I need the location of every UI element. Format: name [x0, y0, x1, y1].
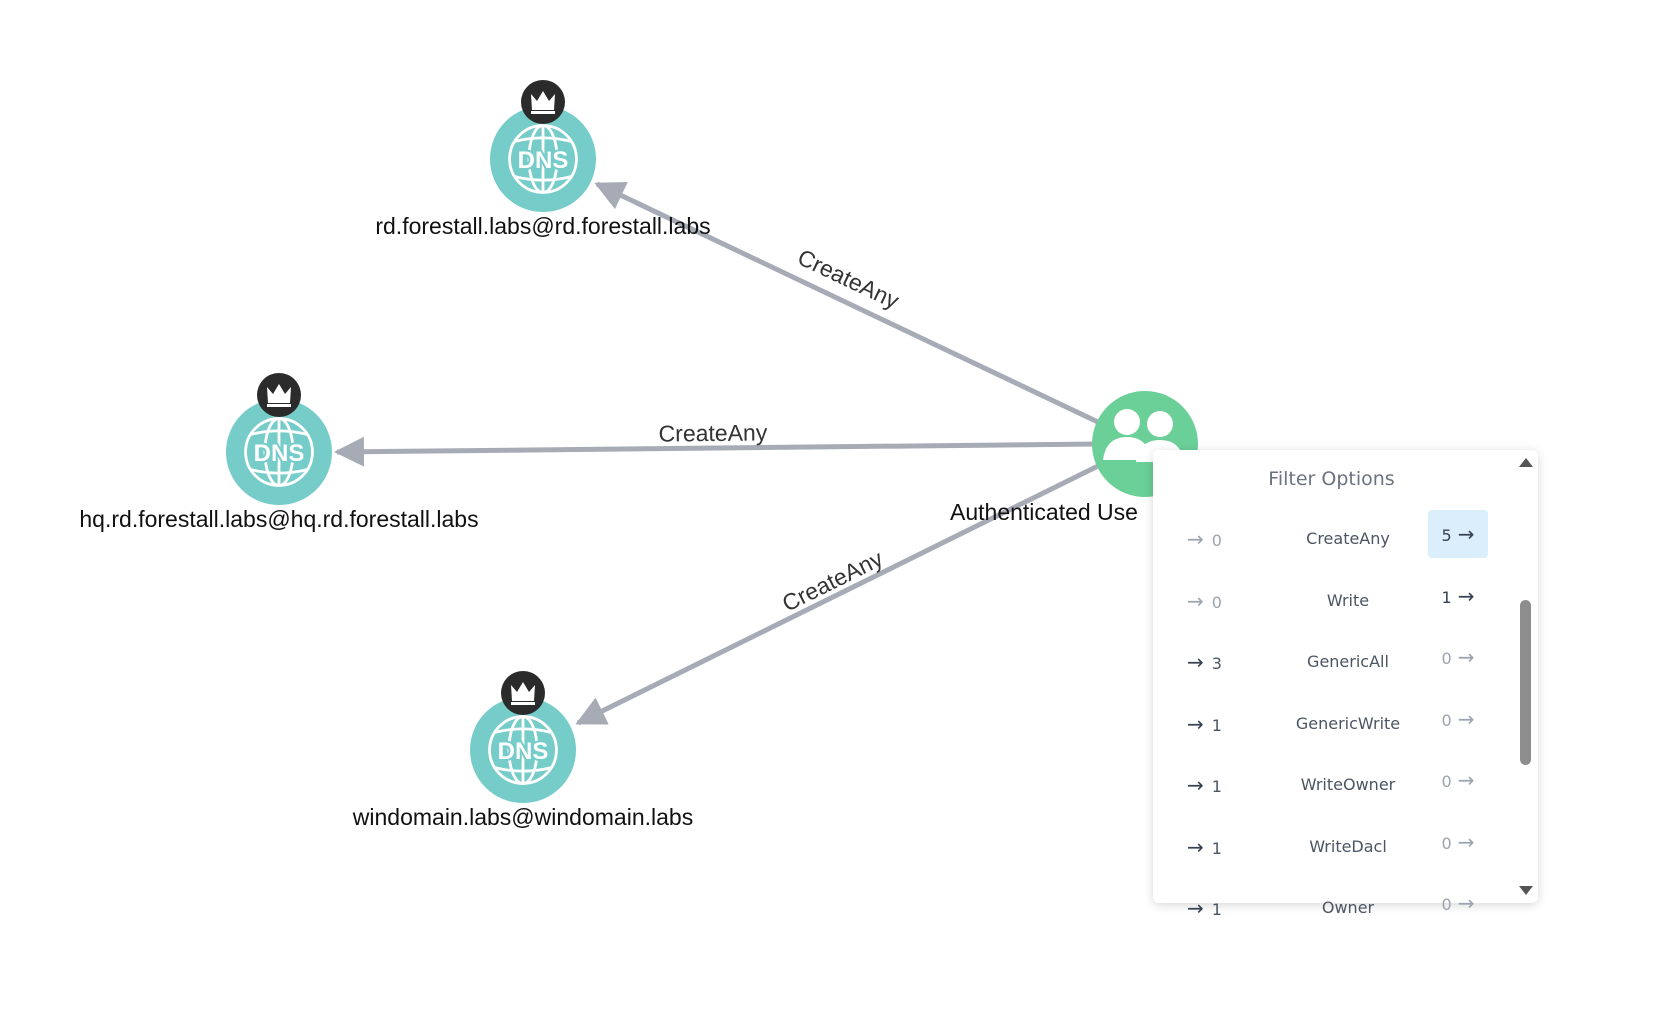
outgoing-count: 0: [1441, 833, 1452, 853]
incoming-arrow-icon: →: [1187, 896, 1204, 920]
outgoing-arrow-icon: →: [1457, 829, 1475, 854]
filter-name: WriteOwner: [1300, 775, 1396, 794]
filter-name: Owner: [1321, 898, 1375, 917]
scroll-down-arrow-icon[interactable]: [1519, 886, 1533, 895]
outgoing-arrow-icon: →: [1457, 706, 1475, 731]
outgoing-count: 0: [1441, 710, 1452, 730]
crown-icon: [257, 373, 301, 417]
incoming-count: 0: [1211, 531, 1222, 550]
outgoing-count: 0: [1441, 895, 1452, 914]
incoming-filter-toggle[interactable]: →0: [1187, 586, 1222, 616]
outgoing-filter-toggle[interactable]: 0→: [1428, 633, 1488, 681]
incoming-count: 3: [1211, 654, 1222, 673]
incoming-count: 1: [1211, 900, 1222, 919]
filter-name: GenericAll: [1307, 652, 1389, 671]
outgoing-filter-toggle[interactable]: 0→: [1428, 756, 1488, 804]
outgoing-count: 1: [1441, 587, 1452, 607]
outgoing-filter-toggle[interactable]: 0→: [1428, 818, 1488, 866]
outgoing-filter-toggle[interactable]: 1→: [1428, 572, 1488, 620]
outgoing-filter-toggle[interactable]: 0→: [1428, 695, 1488, 743]
incoming-count: 1: [1211, 777, 1222, 796]
node-label: rd.forestall.labs@rd.forestall.labs: [375, 213, 710, 239]
outgoing-arrow-icon: →: [1457, 645, 1475, 669]
node-windomain-labs[interactable]: DNS windomain.labs@windomain.labs: [352, 671, 693, 830]
filter-name: GenericWrite: [1295, 713, 1401, 733]
incoming-arrow-icon: →: [1187, 711, 1204, 736]
dns-text: DNS: [498, 738, 549, 765]
outgoing-count: 0: [1441, 772, 1452, 791]
outgoing-filter-toggle[interactable]: 0→: [1428, 879, 1488, 927]
node-label: hq.rd.forestall.labs@hq.rd.forestall.lab…: [79, 506, 478, 532]
outgoing-arrow-icon: →: [1457, 768, 1475, 792]
crown-icon: [521, 80, 565, 124]
node-rd-forestall-labs[interactable]: DNS rd.forestall.labs@rd.forestall.labs: [375, 80, 711, 239]
dns-text: DNS: [518, 147, 569, 174]
incoming-arrow-icon: →: [1187, 588, 1204, 613]
filter-scrollbar[interactable]: [1516, 450, 1536, 903]
incoming-count: 1: [1211, 838, 1222, 858]
filter-name: WriteDacl: [1309, 836, 1387, 856]
filter-name: Write: [1326, 590, 1370, 610]
incoming-arrow-icon: →: [1187, 773, 1204, 797]
outgoing-count: 5: [1441, 526, 1452, 545]
outgoing-filter-toggle[interactable]: 5→: [1428, 510, 1488, 558]
dns-text: DNS: [254, 440, 305, 467]
node-hq-rd-forestall-labs[interactable]: DNS hq.rd.forestall.labs@hq.rd.forestall…: [79, 373, 479, 532]
node-label: windomain.labs@windomain.labs: [352, 804, 693, 830]
incoming-arrow-icon: →: [1187, 834, 1204, 859]
incoming-filter-toggle[interactable]: →1: [1187, 832, 1222, 862]
outgoing-arrow-icon: →: [1457, 522, 1475, 546]
crown-icon: [501, 671, 545, 715]
filter-options-title: Filter Options: [1268, 468, 1395, 490]
incoming-filter-toggle[interactable]: →0: [1187, 524, 1222, 554]
incoming-arrow-icon: →: [1187, 527, 1204, 551]
node-label: Authenticated Use: [950, 499, 1138, 525]
outgoing-arrow-icon: →: [1457, 583, 1475, 608]
incoming-count: 1: [1211, 715, 1222, 735]
edge-label: CreateAny: [658, 419, 767, 446]
scroll-thumb[interactable]: [1520, 600, 1531, 765]
scroll-up-arrow-icon[interactable]: [1519, 458, 1533, 467]
incoming-filter-toggle[interactable]: →3: [1187, 647, 1222, 677]
outgoing-arrow-icon: →: [1457, 891, 1475, 915]
incoming-filter-toggle[interactable]: →1: [1187, 893, 1222, 923]
outgoing-count: 0: [1441, 649, 1452, 668]
incoming-filter-toggle[interactable]: →1: [1187, 709, 1222, 739]
edge-auth-hq[interactable]: CreateAny: [334, 419, 1099, 467]
incoming-count: 0: [1211, 592, 1222, 612]
incoming-arrow-icon: →: [1187, 650, 1204, 674]
incoming-filter-toggle[interactable]: →1: [1187, 770, 1222, 800]
filter-name: CreateAny: [1306, 529, 1390, 548]
